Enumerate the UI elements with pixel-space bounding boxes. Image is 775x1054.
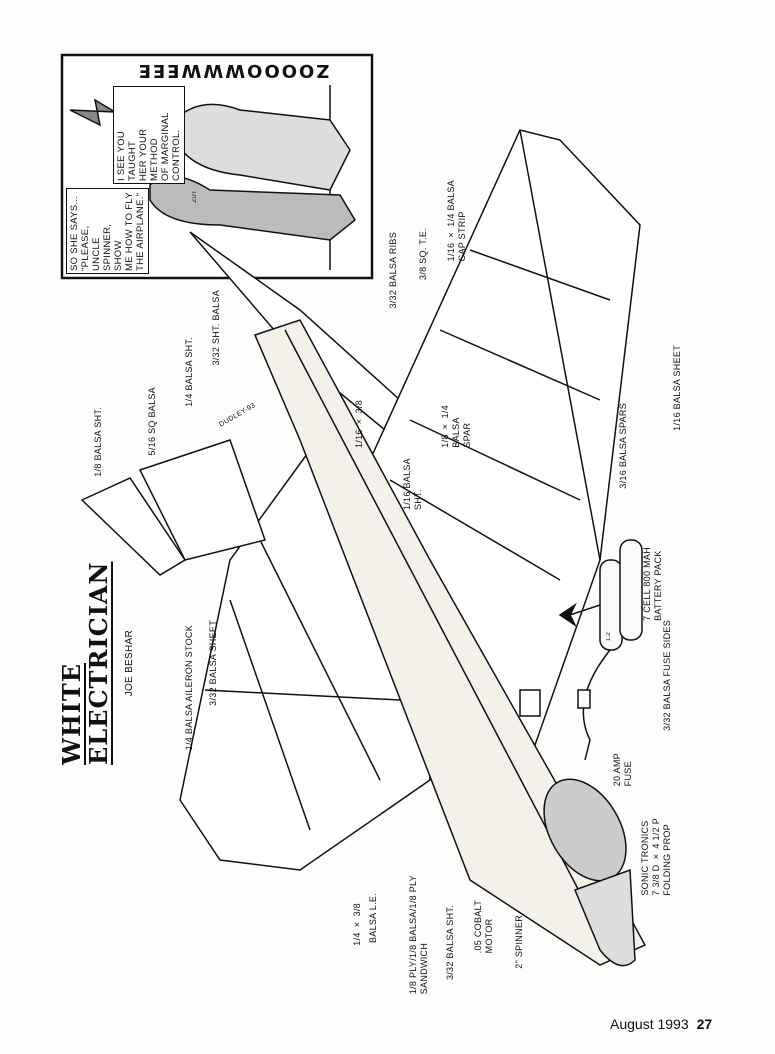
label-sandwich: 1/8 PLY/1/8 BALSA/1/8 PLY SANDWICH xyxy=(408,875,429,995)
author-byline: JOE BESHAR xyxy=(124,630,135,697)
label-spars: 3/16 BALSA SPARS xyxy=(618,403,628,489)
arrow xyxy=(558,602,601,628)
cartoon-sound-effect: ZOOOOWWWEEE xyxy=(136,60,330,81)
spinner xyxy=(574,868,636,967)
label-quarter-sheet: 1/4 BALSA SHT. xyxy=(184,337,194,407)
label-cap-strip: 1/16 × 1/4 BALSA CAP STRIP xyxy=(446,180,467,262)
label-aileron: 1/4 BALSA AILERON STOCK xyxy=(184,625,194,751)
label-strip: 1/16 × 3/8 xyxy=(354,400,364,449)
label-sht-balsa: 3/32 SHT. BALSA xyxy=(211,290,221,366)
label-sixteenth-sheet: 1/16 BALSA SHT. xyxy=(402,458,423,511)
label-spinner: 2" SPINNER xyxy=(514,915,524,969)
label-fuse: 20 AMP FUSE xyxy=(612,753,633,787)
page-number: 27 xyxy=(696,1016,713,1032)
label-ribs: 3/32 BALSA RIBS xyxy=(388,232,398,309)
battery-pack xyxy=(577,539,643,761)
cartoon-figure-right xyxy=(174,103,351,191)
label-wing-sheet: 3/32 BALSA SHEET xyxy=(208,620,218,706)
title-line-2: ELECTRICIAN xyxy=(84,561,113,765)
label-balsa-sht: 3/32 BALSA SHT. xyxy=(445,905,455,981)
battery-cell-marking: 1.2 xyxy=(606,632,612,642)
page-footer: August 1993 27 xyxy=(610,1016,712,1032)
label-stab-sheet: 1/8 BALSA SHT. xyxy=(93,407,103,477)
label-le-size: 1/4 × 3/8 xyxy=(352,903,362,946)
label-fuse-sides: 3/32 BALSA FUSE SIDES xyxy=(662,620,672,731)
cartoon-plane-icon xyxy=(69,98,116,127)
label-battery-pack: 7 CELL 800 MAH BATTERY PACK xyxy=(642,547,663,621)
label-motor: .05 COBALT MOTOR xyxy=(473,900,494,954)
title-line-1: WHITE xyxy=(57,662,86,765)
label-sq-balsa: 5/16 SQ BALSA xyxy=(147,387,157,456)
label-prop: SONIC TRONICS 7 3/8 D × 4 1/2 P FOLDING … xyxy=(640,818,672,896)
fuse-component xyxy=(519,689,541,717)
cartoon-speech-bubble-right: I SEE YOU TAUGHT HER YOUR METHOD OF MARG… xyxy=(113,86,185,184)
issue-date: August 1993 xyxy=(610,1016,689,1032)
label-spar: 1/8 × 1/4 BALSA SPAR xyxy=(440,405,472,448)
cartoon-speech-bubble-left: SO SHE SAYS... "PLEASE, UNCLE SPINNER, S… xyxy=(66,188,149,274)
label-leading-edge: BALSA L.E. xyxy=(368,893,378,944)
cartoon-badge: ZUT xyxy=(192,190,198,203)
label-trailing-edge: 3/8 SQ. T.E. xyxy=(418,228,428,280)
elevator xyxy=(138,439,266,561)
label-balsa-sheet: 1/16 BALSA SHEET xyxy=(672,345,682,431)
